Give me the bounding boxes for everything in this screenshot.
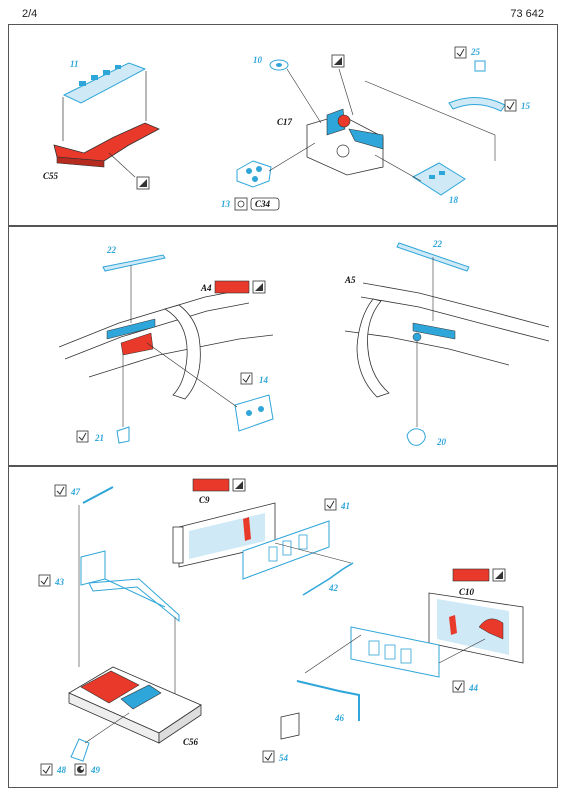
- step-panel-1: 11 C55 10 C17 25 15 13 C34 18: [8, 24, 558, 226]
- c9-color-swatch: [192, 478, 230, 492]
- label-part-44: 44: [468, 683, 479, 693]
- c10-color-swatch: [452, 568, 490, 582]
- label-part-49: 49: [90, 765, 101, 775]
- etch-part-41: [242, 520, 330, 580]
- etch-part-42: [302, 562, 354, 596]
- label-c9: C9: [199, 495, 210, 505]
- part-c56: [68, 666, 202, 744]
- etch-part-22-left: [102, 254, 166, 272]
- label-a4: A4: [200, 283, 212, 293]
- label-part-15: 15: [521, 101, 531, 111]
- label-part-11: 11: [70, 59, 79, 69]
- etch-part-10: [269, 59, 289, 71]
- page-number: 2/4: [22, 8, 38, 20]
- etch-part-48: [70, 738, 90, 762]
- label-part-43: 43: [54, 577, 65, 587]
- label-part-13: 13: [221, 199, 231, 209]
- label-part-10: 10: [253, 55, 263, 65]
- label-part-25: 25: [470, 47, 481, 57]
- step-panel-3: 47 43 C9 41 42 C10 44 46 C56 54 48 49: [8, 466, 558, 788]
- label-part-47: 47: [70, 487, 81, 497]
- etch-part-15: [448, 97, 506, 112]
- label-part-18: 18: [449, 195, 459, 205]
- label-part-14: 14: [259, 375, 269, 385]
- etch-part-13: [236, 160, 272, 188]
- label-part-21: 21: [94, 433, 104, 443]
- paint-flag-icon: [331, 54, 345, 68]
- label-part-c34: C34: [255, 199, 271, 209]
- fold-check-icon: [454, 46, 467, 59]
- glue-icon: [234, 197, 248, 211]
- label-part-46: 46: [334, 713, 345, 723]
- part-54: [280, 712, 300, 740]
- etch-part-44: [350, 626, 440, 678]
- label-part-22-right: 22: [432, 239, 443, 249]
- label-part-54: 54: [279, 753, 289, 763]
- hull-right: [344, 282, 550, 398]
- part-c17: [306, 108, 384, 176]
- fold-check-icon: [54, 484, 67, 497]
- fold-check-icon: [38, 574, 51, 587]
- label-part-c55: C55: [43, 171, 59, 181]
- etch-part-21: [116, 426, 130, 444]
- label-c56: C56: [183, 737, 199, 747]
- label-part-c17: C17: [277, 117, 293, 127]
- part-c10: [428, 592, 524, 664]
- etch-part-14: [234, 394, 274, 432]
- etch-part-11: [62, 62, 147, 104]
- label-c10: C10: [459, 587, 475, 597]
- label-part-20: 20: [436, 437, 447, 447]
- c34-box: [250, 197, 280, 211]
- etch-part-46: [296, 680, 360, 721]
- fold-check-icon: [40, 763, 53, 776]
- etch-part-18: [412, 162, 466, 196]
- step-2-drawing: 22 A4 14 21 22 A5 20: [58, 239, 550, 447]
- paint-flag-icon: [136, 176, 150, 190]
- label-part-42: 42: [328, 583, 339, 593]
- fold-check-icon: [262, 750, 275, 763]
- a4-color-swatch: [214, 280, 250, 294]
- part-c55: [53, 122, 160, 168]
- fold-check-icon: [240, 372, 253, 385]
- paint-flag-icon: [252, 280, 266, 294]
- etch-part-20: [406, 428, 426, 446]
- fold-check-icon: [324, 498, 337, 511]
- fold-check-icon: [504, 99, 517, 112]
- fold-check-icon: [452, 680, 465, 693]
- step-panel-2: 22 A4 14 21 22 A5 20: [8, 226, 558, 466]
- etch-part-43: [80, 550, 180, 623]
- fold-check-icon: [76, 430, 89, 443]
- paint-flag-icon: [232, 478, 246, 492]
- step-3-drawing: 47 43 C9 41 42 C10 44 46 C56 54 48 49: [38, 478, 524, 776]
- step-1-drawing: 11 C55 10 C17 25 15 13 C34 18: [43, 46, 531, 211]
- paint-flag-icon: [492, 568, 506, 582]
- kit-code: 73 642: [510, 8, 544, 20]
- label-a5: A5: [344, 275, 356, 285]
- hull-left: [58, 288, 274, 400]
- label-part-41: 41: [340, 501, 350, 511]
- label-part-22-left: 22: [106, 245, 117, 255]
- etch-part-25: [474, 60, 486, 72]
- part-c9: [172, 502, 276, 568]
- label-part-48: 48: [56, 765, 67, 775]
- etch-part-47: [82, 486, 114, 504]
- spiral-icon: [74, 763, 87, 776]
